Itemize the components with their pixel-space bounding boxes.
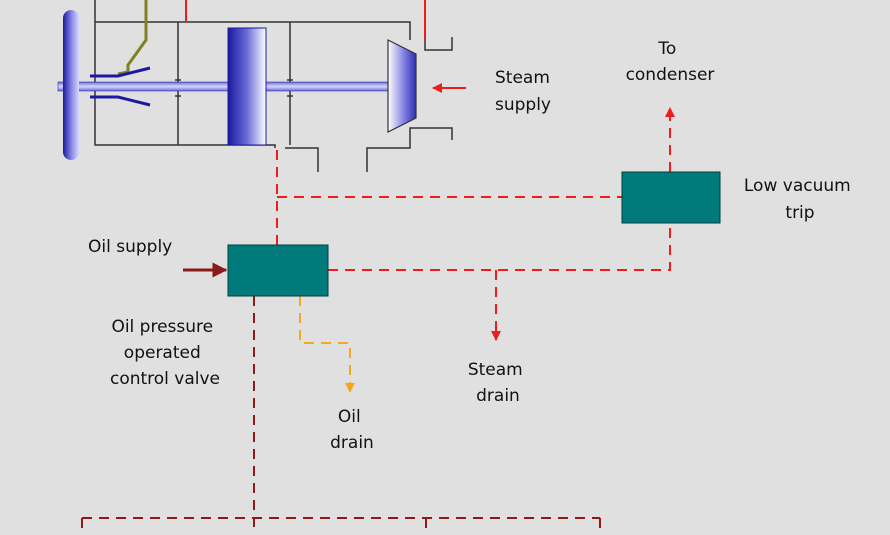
- low-vacuum-trip-box: [621, 171, 721, 224]
- turbine-shaft: [57, 81, 394, 92]
- steam-supply-label: Steam supply: [495, 68, 555, 115]
- collar-sleeve: [90, 66, 151, 107]
- rotor-disc-icon: [63, 10, 79, 160]
- oil-drain-line: [299, 296, 355, 393]
- oil-pressure-valve-label: Oil pressure operated control valve: [110, 317, 220, 389]
- oil-drain-label: Oil drain: [330, 407, 374, 453]
- trip-oil-lines: [81, 296, 601, 530]
- valve-to-trip-line: [328, 223, 671, 271]
- steam-inlet-cone-icon: [387, 39, 417, 133]
- steam-drain-label: Steam drain: [468, 360, 528, 406]
- oil-pressure-control-valve-box: [227, 244, 329, 297]
- to-condenser-label: To condenser: [626, 39, 715, 85]
- low-vacuum-trip-label: Low vacuum trip: [744, 176, 856, 223]
- governor-linkage: [117, 0, 148, 76]
- oil-supply-label: Oil supply: [88, 237, 172, 257]
- steam-dashed-lines: [276, 107, 675, 341]
- rotor-drum-icon: [227, 27, 267, 146]
